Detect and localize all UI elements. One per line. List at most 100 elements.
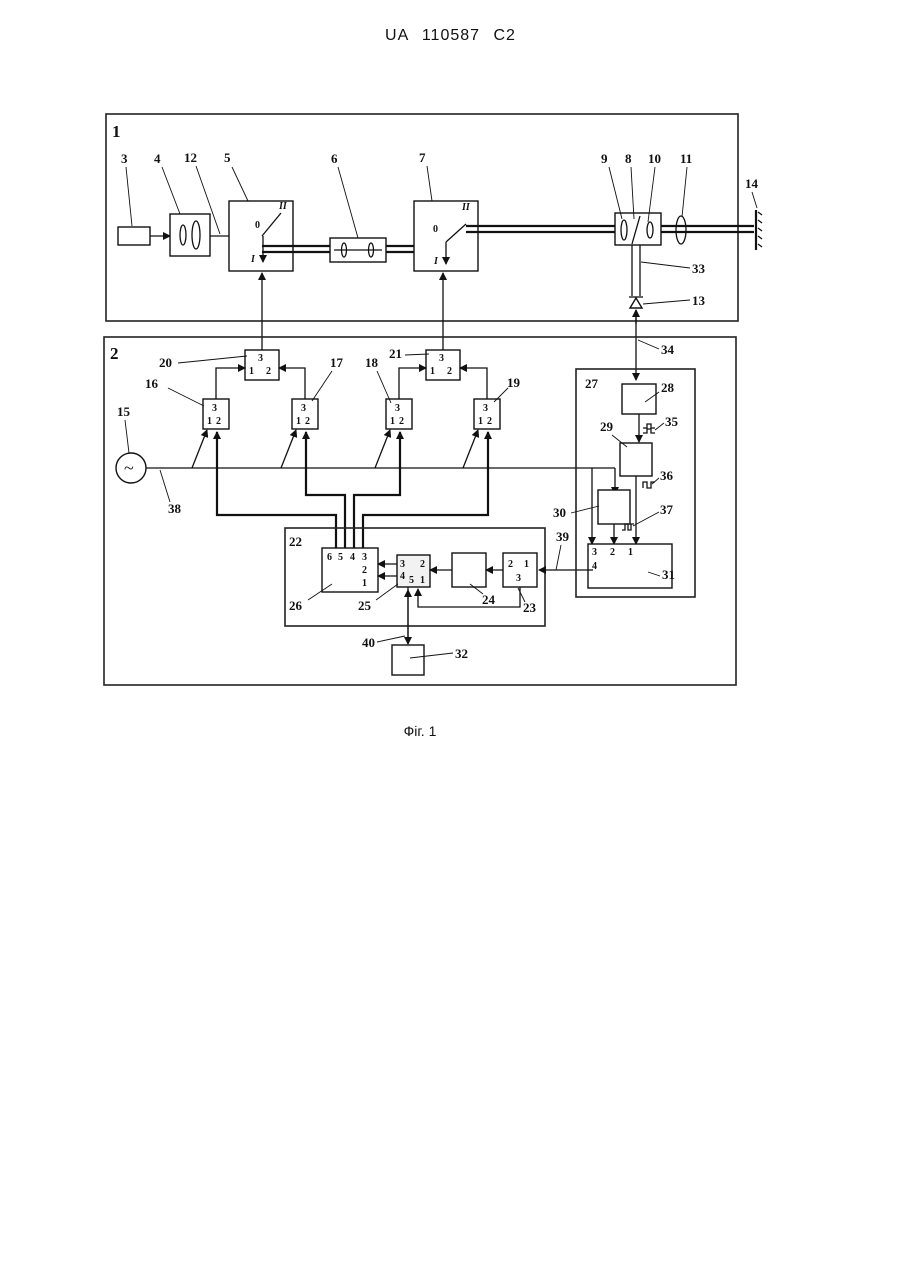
link-23-25 (418, 587, 520, 607)
svg-text:4: 4 (350, 552, 355, 563)
unit-24 (452, 553, 486, 587)
link-18-21 (399, 368, 426, 399)
svg-text:1: 1 (207, 416, 212, 427)
label-25: 25 (358, 598, 372, 613)
svg-text:5: 5 (338, 552, 343, 563)
link-19-21 (460, 368, 487, 399)
label-16: 16 (145, 376, 159, 391)
label-5: 5 (224, 150, 231, 165)
label-18: 18 (365, 355, 379, 370)
label-1: 1 (112, 122, 121, 141)
ctrl-26-17 (306, 432, 345, 548)
svg-text:2: 2 (305, 416, 310, 427)
label-17: 17 (330, 355, 344, 370)
svg-text:3: 3 (516, 573, 521, 584)
label-15: 15 (117, 404, 131, 419)
collimator-4 (170, 214, 210, 256)
svg-text:2: 2 (420, 559, 425, 570)
svg-text:2: 2 (610, 547, 615, 558)
lens-11 (676, 216, 686, 244)
label-6: 6 (331, 151, 338, 166)
svg-text:1: 1 (249, 366, 254, 377)
svg-text:3: 3 (439, 353, 444, 364)
svg-text:1: 1 (362, 578, 367, 589)
label-38: 38 (168, 501, 182, 516)
svg-text:1: 1 (478, 416, 483, 427)
label-12: 12 (184, 150, 197, 165)
label-9: 9 (601, 151, 608, 166)
label-4: 4 (154, 151, 161, 166)
svg-text:3: 3 (395, 403, 400, 414)
label-35: 35 (665, 414, 679, 429)
label-14: 14 (745, 176, 759, 191)
label-10: 10 (648, 151, 661, 166)
pulse-37 (622, 524, 634, 530)
label-28: 28 (661, 380, 675, 395)
unit-29 (620, 443, 652, 476)
display-32 (392, 645, 424, 675)
svg-text:3: 3 (400, 559, 405, 570)
label-33: 33 (692, 261, 706, 276)
svg-text:1: 1 (296, 416, 301, 427)
svg-text:4: 4 (400, 571, 405, 582)
pulse-35 (643, 424, 655, 433)
label-27: 27 (585, 376, 599, 391)
generator-symbol: ~ (124, 458, 134, 478)
label-7: 7 (419, 150, 426, 165)
label-8: 8 (625, 151, 632, 166)
switch5-pin0: 0 (255, 220, 260, 231)
label-29: 29 (600, 419, 614, 434)
svg-text:2: 2 (447, 366, 452, 377)
laser-3 (118, 227, 150, 245)
ctrl-26-18 (354, 432, 400, 548)
switch7-pinII: II (461, 202, 471, 213)
svg-text:3: 3 (362, 552, 367, 563)
optical-block-1: 1 0 II I 0 II I (106, 114, 762, 321)
photodetector-13 (630, 298, 642, 308)
label-21: 21 (389, 346, 402, 361)
switch5-pinII: II (278, 201, 288, 212)
svg-text:1: 1 (628, 547, 633, 558)
svg-text:1: 1 (524, 559, 529, 570)
label-31: 31 (662, 567, 675, 582)
svg-text:2: 2 (216, 416, 221, 427)
svg-text:2: 2 (399, 416, 404, 427)
label-36: 36 (660, 468, 674, 483)
svg-text:2: 2 (487, 416, 492, 427)
label-30: 30 (553, 505, 566, 520)
label-26: 26 (289, 598, 303, 613)
ctrl-26-16 (217, 432, 336, 548)
svg-text:1: 1 (430, 366, 435, 377)
label-13: 13 (692, 293, 706, 308)
figure-caption: Фіг. 1 (0, 723, 840, 739)
label-11: 11 (680, 151, 692, 166)
label-32: 32 (455, 646, 468, 661)
label-23: 23 (523, 600, 537, 615)
label-19: 19 (507, 375, 521, 390)
object-14-hatch (758, 212, 762, 247)
svg-text:3: 3 (301, 403, 306, 414)
svg-text:6: 6 (327, 552, 332, 563)
svg-text:2: 2 (508, 559, 513, 570)
svg-text:3: 3 (483, 403, 488, 414)
label-2: 2 (110, 344, 119, 363)
unit-28 (622, 384, 656, 414)
label-22: 22 (289, 534, 302, 549)
link-16-20 (216, 368, 245, 399)
label-37: 37 (660, 502, 674, 517)
switch7-pin0: 0 (433, 224, 438, 235)
svg-text:1: 1 (420, 575, 425, 586)
svg-text:3: 3 (258, 353, 263, 364)
label-3: 3 (121, 151, 128, 166)
svg-text:3: 3 (592, 547, 597, 558)
svg-text:2: 2 (266, 366, 271, 377)
label-40: 40 (362, 635, 375, 650)
unit-30 (598, 490, 630, 524)
link-17-20 (279, 368, 305, 399)
svg-text:1: 1 (390, 416, 395, 427)
svg-text:5: 5 (409, 575, 414, 586)
svg-text:2: 2 (362, 565, 367, 576)
svg-text:3: 3 (212, 403, 217, 414)
label-20: 20 (159, 355, 172, 370)
